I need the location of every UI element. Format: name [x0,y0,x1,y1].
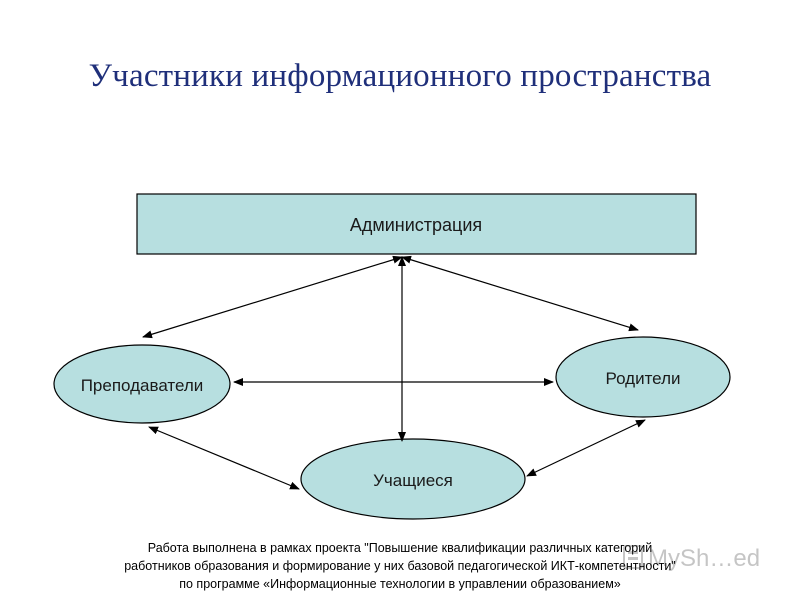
teachers-label: Преподаватели [81,376,204,395]
administration-label: Администрация [350,215,482,235]
arrow-admin-teachers [142,255,403,339]
footer-line-3: по программе «Информационные технологии … [179,577,621,591]
footer-line-1: Работа выполнена в рамках проекта "Повыш… [147,541,653,555]
footer-credits: Работа выполнена в рамках проекта "Повыш… [40,539,760,593]
page-title: Участники информационного пространства [88,58,712,94]
parents-label: Родители [606,369,681,388]
students-node: Учащиеся [300,438,526,520]
watermark-text: MySh…ed [648,545,760,572]
footer-line-2: работников образования и формирование у … [124,559,676,573]
parents-node: Родители [555,336,731,418]
watermark-logo: MySh…ed [623,545,760,572]
arrow-teachers-students [148,426,300,490]
arrow-students-parents [526,419,646,477]
arrow-admin-parents [401,255,639,332]
students-label: Учащиеся [373,471,453,490]
administration-node: Администрация [136,193,697,255]
teachers-node: Преподаватели [53,344,231,424]
